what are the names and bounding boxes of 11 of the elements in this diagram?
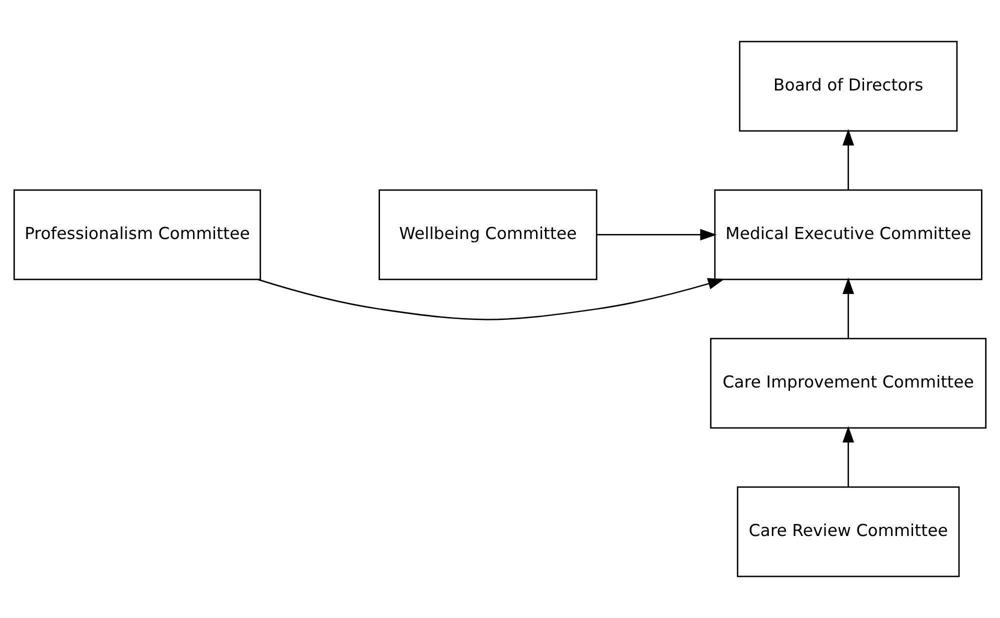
- node-box: Wellbeing Committee: [378, 189, 598, 280]
- arrow: [842, 128, 854, 190]
- node-box: Care Review Committee: [736, 486, 960, 578]
- arrow: [596, 228, 717, 241]
- arrow: [258, 278, 724, 320]
- node-box: Medical Executive Committee: [714, 189, 982, 280]
- node-box: Board of Directors: [738, 40, 958, 132]
- node-box: Care Improvement Committee: [710, 338, 987, 429]
- arrow: [842, 426, 854, 488]
- node-box: Professionalism Committee: [13, 189, 262, 280]
- arrow: [842, 277, 854, 339]
